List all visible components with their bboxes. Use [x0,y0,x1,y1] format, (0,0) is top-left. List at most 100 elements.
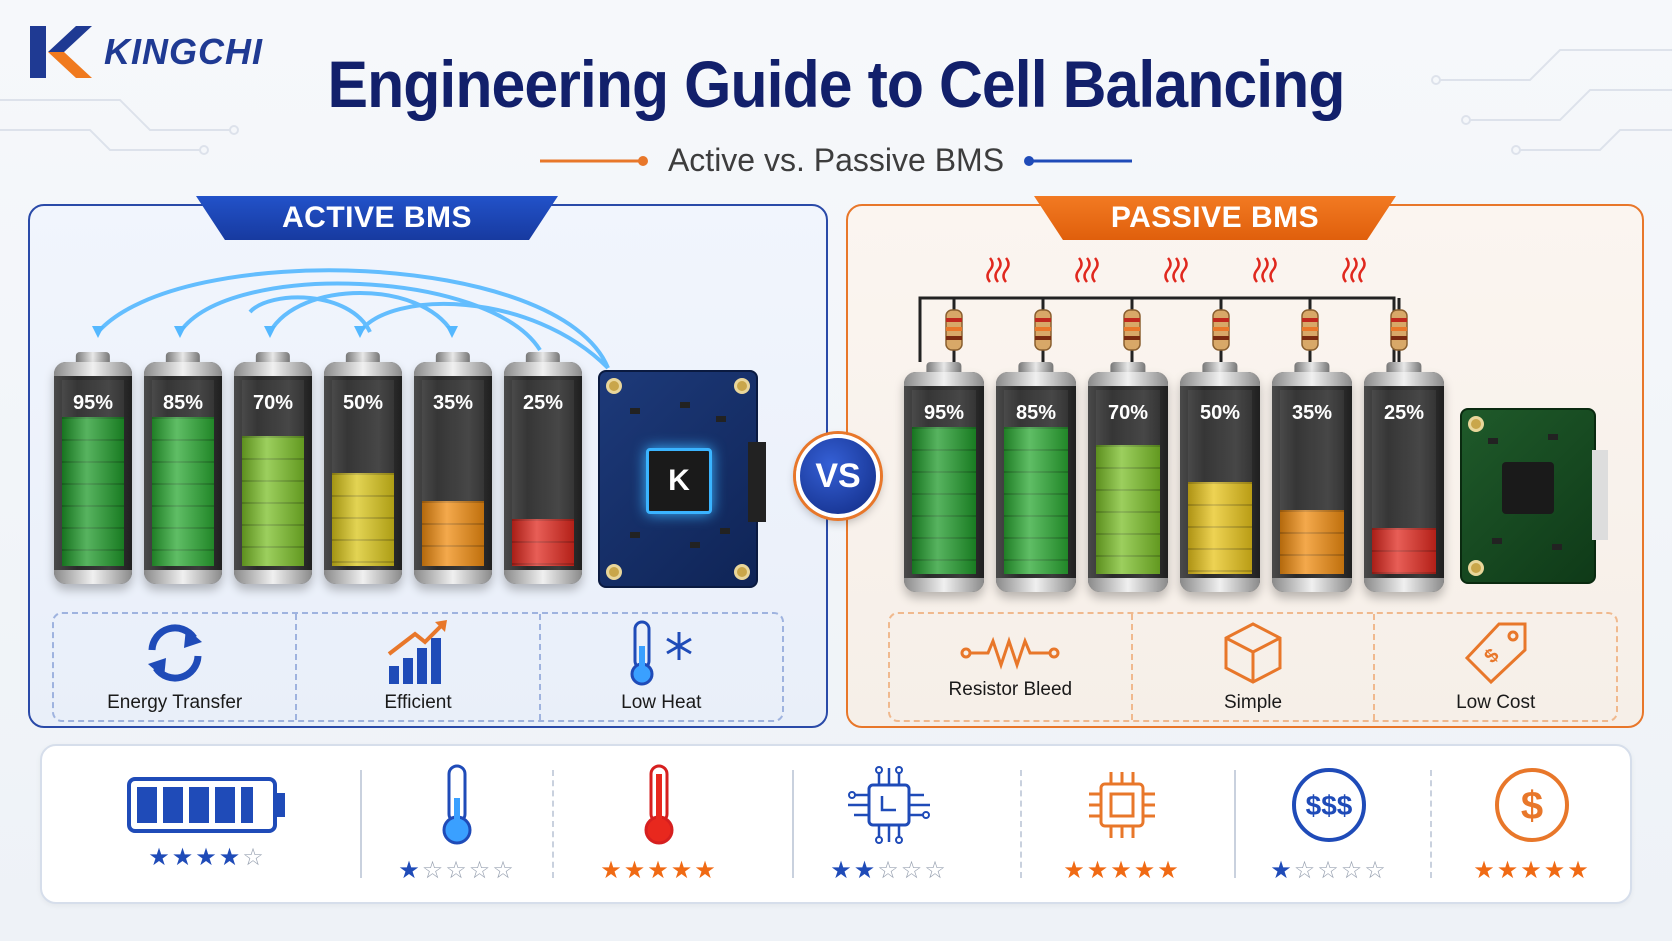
star-empty-icon: ☆ [877,856,901,884]
brand-logo: KINGCHI [30,26,263,78]
star-empty-icon: ☆ [1364,856,1388,884]
dollar-circle-icon: $ [1495,767,1569,842]
chip-icon [1089,771,1155,838]
heat-wave-icon [1075,257,1083,283]
feature-resistor-bleed: Resistor Bleed [890,614,1131,720]
battery-percent-label: 35% [432,392,474,414]
rating-stars: ★★★★☆ [148,843,266,872]
feature-low-heat: Low Heat [538,614,782,720]
rating-stars: ★★★★★ [1473,856,1591,885]
badge-text: $ [1521,784,1543,828]
star-empty-icon: ☆ [468,856,493,884]
circuit-chip-icon [848,765,930,844]
passive-controller-chip [1502,462,1554,514]
battery-charge-fill [1096,445,1160,574]
star-filled-icon: ★ [600,856,624,884]
circuit-trace-left-decoration [0,99,239,155]
star-filled-icon: ★ [1543,856,1568,884]
star-filled-icon: ★ [694,856,718,884]
comparison-capacity: ★★★★☆ [82,746,332,902]
feature-low-cost: $ Low Cost [1373,614,1616,720]
star-filled-icon: ★ [195,843,219,871]
battery-percent-label: 50% [1199,402,1241,424]
kingchi-logo-icon [30,26,92,78]
passive-bms-board [1460,408,1608,584]
star-filled-icon: ★ [1133,856,1158,884]
rating-stars: ★☆☆☆☆ [1270,856,1388,885]
rating-stars: ★☆☆☆☆ [398,856,516,885]
rising-bar-chart-icon [387,620,447,684]
heat-wave-icon [1253,257,1261,283]
thermometer-low-icon [442,764,472,844]
star-empty-icon: ☆ [900,856,925,884]
battery-cell: 25% [1364,362,1444,592]
comparison-complexity-chip: ★★★★★ [1032,746,1212,902]
battery-charge-fill [61,417,125,566]
star-filled-icon: ★ [623,856,648,884]
rating-stars: ★★★★★ [1063,856,1181,885]
price-tag-icon: $ [1464,622,1527,685]
battery-charge-fill [511,519,575,566]
battery-charge-fill [1004,427,1068,574]
comparison-cost-passive: $ ★★★★★ [1442,746,1622,902]
battery-charge-fill [241,436,305,566]
battery-cell: 35% [1272,362,1352,592]
star-filled-icon: ★ [1086,856,1111,884]
star-filled-icon: ★ [1473,856,1497,884]
rating-stars: ★★★★★ [600,856,718,885]
comparison-cost-active: $$$ ★☆☆☆☆ [1244,746,1414,902]
page-title: Engineering Guide to Cell Balancing [327,47,1345,121]
battery-percent-label: 70% [1107,402,1149,424]
battery-charge-fill [151,417,215,566]
heat-wave-icon [1180,257,1188,283]
rating-stars: ★★☆☆☆ [830,856,948,885]
feature-energy-transfer: Energy Transfer [54,614,295,720]
battery-charge-fill [1188,482,1252,574]
badge-text: $$$ [1306,790,1353,821]
heat-wave-icon [1164,257,1172,283]
brand-name: KINGCHI [104,31,263,72]
comparison-complexity-circuit: ★★☆☆☆ [804,746,974,902]
star-filled-icon: ★ [853,856,878,884]
vs-badge: VS [796,434,880,518]
balancing-ic-chip: K [646,448,712,514]
star-filled-icon: ★ [1520,856,1544,884]
active-features: Energy Transfer Efficient Low Heat [52,612,784,722]
battery-percent-label: 25% [522,392,564,414]
battery-percent-label: 50% [342,392,384,414]
star-filled-icon: ★ [398,856,422,884]
star-empty-icon: ☆ [1293,856,1318,884]
heat-wave-icon [1002,257,1010,283]
subtitle-row: Active vs. Passive BMS [0,142,1672,179]
passive-bms-heading: PASSIVE BMS [1034,196,1396,240]
star-empty-icon: ☆ [421,856,446,884]
feature-label: Low Heat [621,692,702,713]
comparison-heat-low: ★☆☆☆☆ [372,746,542,902]
battery-percent-label: 85% [1015,402,1057,424]
chip-logo-letter: K [668,464,690,497]
battery-charge-fill [1280,510,1344,574]
heat-wave-icon [994,257,1002,283]
star-filled-icon: ★ [218,843,243,871]
circuit-trace-right-decoration [1431,49,1672,155]
battery-cell: 70% [234,352,312,584]
feature-label: Resistor Bleed [948,679,1073,700]
feature-label: Low Cost [1456,692,1536,713]
resistor-icon [960,636,1060,670]
feature-efficient: Efficient [295,614,538,720]
star-empty-icon: ☆ [1340,856,1365,884]
star-filled-icon: ★ [171,843,196,871]
feature-label: Efficient [384,692,452,713]
battery-cell: 70% [1088,362,1168,592]
heat-wave-icon [1358,257,1366,283]
subtitle-orange-line [539,155,648,166]
battery-icon [127,776,285,833]
passive-features: Resistor Bleed Simple $ Low Cost [888,612,1618,722]
feature-label: Simple [1223,692,1283,713]
battery-charge-fill [421,501,485,566]
battery-cell: 50% [1180,362,1260,592]
active-bms-heading: ACTIVE BMS [196,196,558,240]
heat-wave-icon [1261,257,1269,283]
svg-text:$: $ [1480,644,1503,667]
thermometer-high-icon [644,764,674,844]
